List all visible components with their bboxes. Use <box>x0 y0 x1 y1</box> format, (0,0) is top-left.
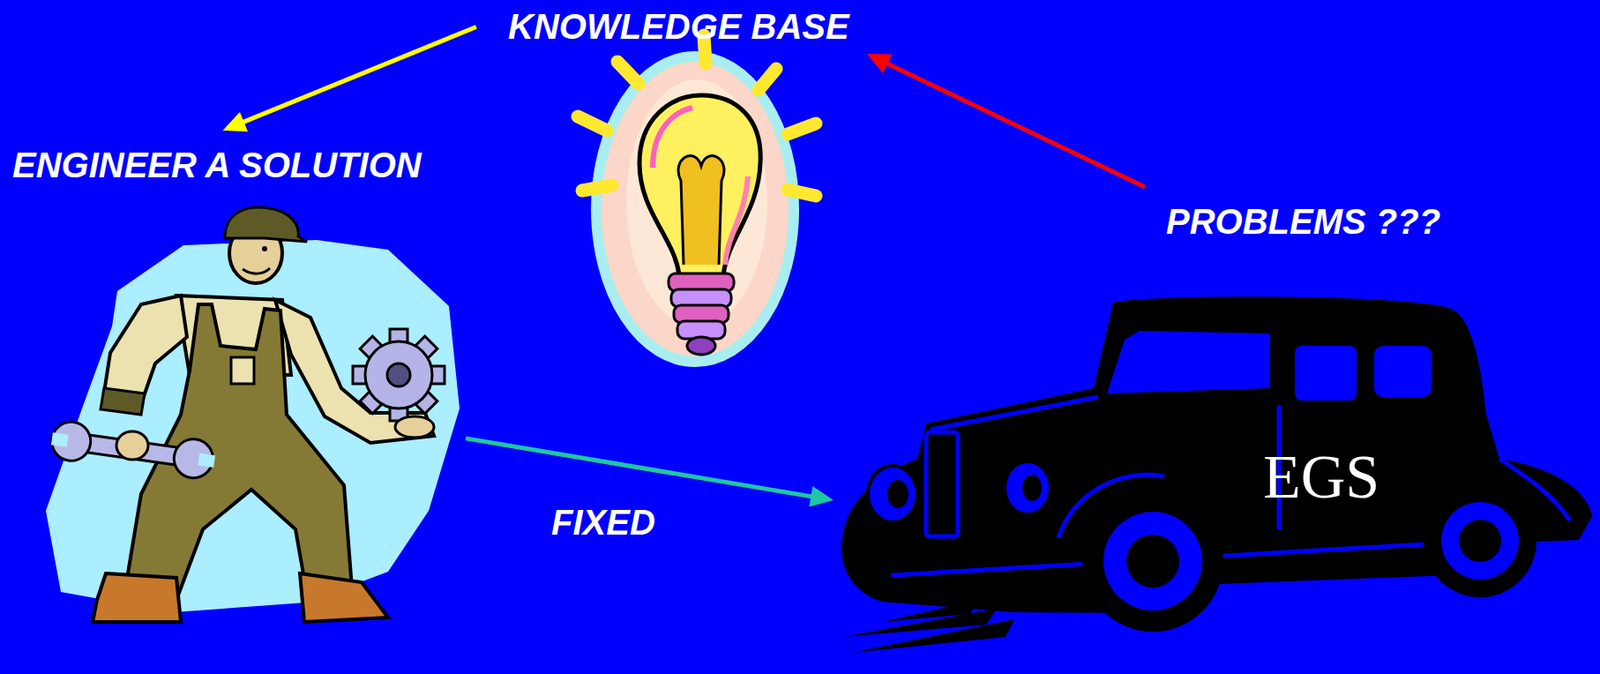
edge-label: FIXED <box>551 501 656 543</box>
car-label: EGS <box>1263 441 1380 513</box>
vintage-car <box>841 296 1593 653</box>
lightbulb-part-part <box>787 123 816 135</box>
vintage-car-part <box>887 479 909 509</box>
lightbulb-part-part <box>577 116 607 131</box>
engineer-figure-part <box>116 431 149 460</box>
vintage-car-part <box>867 465 918 523</box>
lightbulb-part <box>725 176 748 265</box>
lightbulb-part-part <box>617 61 639 84</box>
vintage-car-part <box>1294 345 1357 401</box>
lightbulb-part <box>678 156 725 265</box>
engineer-figure-part-part <box>197 453 216 468</box>
engineer-figure-part <box>299 573 389 622</box>
engineer-figure-part <box>92 573 181 622</box>
engineer-figure-part-part <box>51 432 69 447</box>
engineer-figure-part-part <box>387 363 411 387</box>
arrow-head <box>867 53 893 74</box>
engineer-figure-part <box>49 418 217 480</box>
lightbulb-part <box>639 95 761 276</box>
arrow-head <box>808 485 834 508</box>
lightbulb-part-part <box>758 68 777 90</box>
lightbulb-part-part <box>582 185 613 191</box>
vintage-car-part <box>1004 461 1051 515</box>
lightbulb <box>577 35 816 362</box>
node-label: KNOWLEDGE BASE <box>508 6 850 47</box>
arrow-line <box>465 438 815 498</box>
lightbulb-part-part <box>787 189 816 196</box>
engineer-figure-part <box>395 416 434 438</box>
car-node: EGS <box>833 295 1594 658</box>
vintage-car-part <box>1082 490 1224 632</box>
vintage-car-part-part <box>851 619 1015 653</box>
engineer-figure-part <box>352 328 445 421</box>
vintage-car-part <box>1103 511 1203 611</box>
arrow-head <box>222 112 248 132</box>
flow-arrow <box>222 27 477 133</box>
arrow-line <box>884 62 1145 187</box>
vintage-car-part <box>1441 501 1519 580</box>
vintage-car-part <box>1423 484 1537 598</box>
vintage-car-part <box>1126 534 1180 588</box>
arrow-line <box>240 27 477 124</box>
engineer-figure-part <box>224 207 307 242</box>
engineer-figure-part-part <box>352 328 445 421</box>
engineer-figure-part <box>261 246 268 252</box>
lightbulb-part <box>687 336 716 355</box>
engineer-figure-part-part <box>49 418 94 464</box>
vintage-car-part-part <box>930 396 1099 430</box>
lightbulb-part <box>626 79 768 327</box>
vintage-car-part <box>1458 519 1502 562</box>
engineer-figure-part <box>231 357 255 384</box>
engineer-figure-part <box>104 295 187 399</box>
flow-arrow <box>867 53 1145 187</box>
text-node: PROBLEMS ??? <box>1144 186 1450 251</box>
text-node: ENGINEER A SOLUTION <box>7 130 466 618</box>
engineer-figure-part <box>242 268 270 274</box>
engineer-figure-part <box>45 239 460 613</box>
lightbulb-part <box>596 56 794 362</box>
vintage-car-part <box>1374 345 1432 397</box>
engineer-figure-part-part-part <box>365 341 433 409</box>
flow-arrow <box>465 438 834 508</box>
vintage-car-part-part <box>926 432 958 537</box>
node-label: ENGINEER A SOLUTION <box>12 144 466 186</box>
node-label: PROBLEMS ??? <box>1166 201 1441 242</box>
engineer-figure-part <box>100 388 145 415</box>
engineer-figure <box>45 207 460 622</box>
vintage-car-part <box>1022 474 1042 501</box>
text-node: KNOWLEDGE BASE <box>476 0 868 54</box>
engineer-figure-part <box>275 299 434 443</box>
vintage-car-part <box>1106 330 1271 394</box>
engineer-figure-part-part <box>171 436 216 481</box>
